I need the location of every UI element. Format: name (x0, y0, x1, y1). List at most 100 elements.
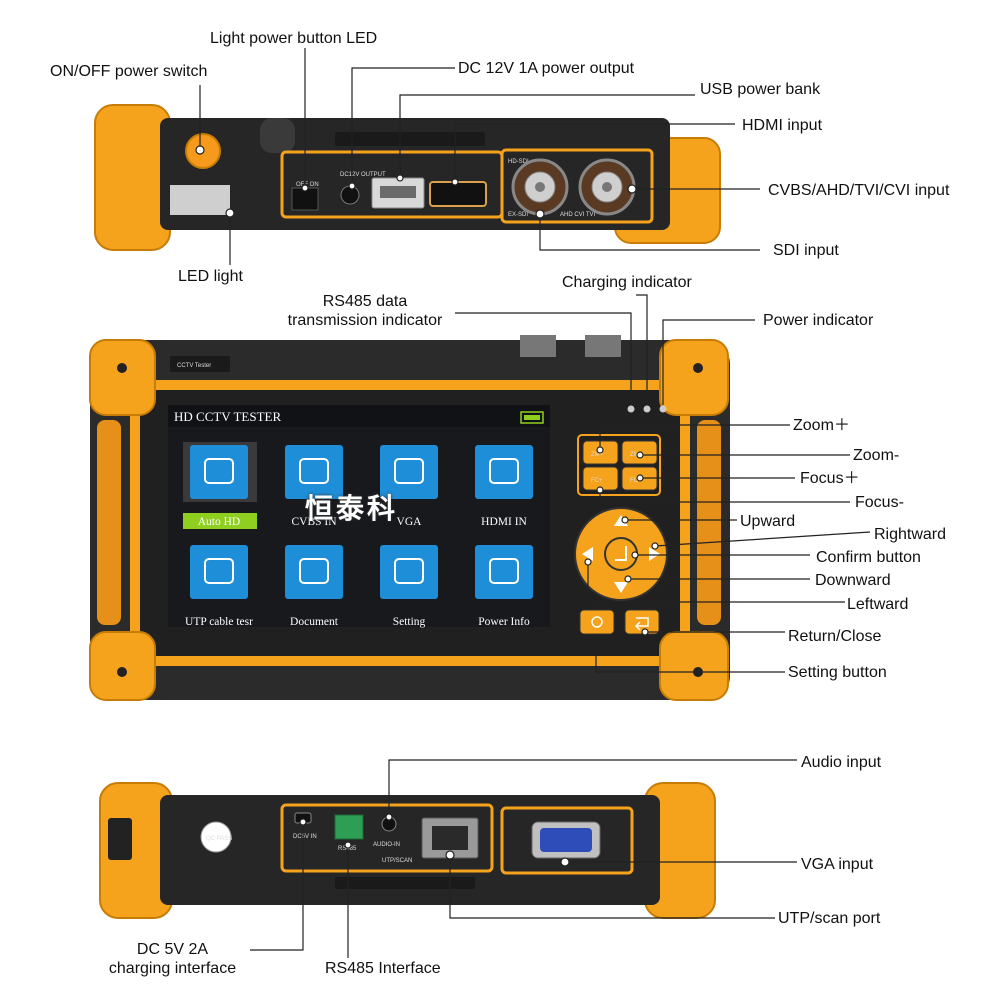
setting-key[interactable] (579, 609, 615, 635)
app-selected-highlight (183, 513, 257, 529)
label-on-off-switch: ON/OFF power switch (50, 63, 208, 80)
left-arrow-icon (582, 547, 593, 561)
label-rightward: Rightward (874, 526, 947, 543)
label-vga-input: VGA input (801, 856, 874, 873)
rs485-indicator-led (627, 405, 635, 413)
folder-icon (299, 558, 329, 584)
app-tile-label: VGA (397, 516, 423, 528)
label-focus-plus: Focus＋ (800, 470, 860, 487)
label-dc-charging-line1: DC 5V 2A (136, 941, 209, 958)
label-cvbs-input: CVBS/AHD/TVI/CVI input (768, 182, 950, 199)
focus-in-key-label: FC+ (591, 478, 603, 484)
switch-label: OFF ON (296, 182, 319, 188)
label-rs485-data-line2: transmission indicator (287, 312, 443, 329)
leader-dots (195, 145, 659, 867)
power-indicator-led (659, 405, 667, 413)
dc-in-label: DC5V IN (293, 834, 317, 840)
label-dc-charging-line2: charging interface (108, 960, 237, 977)
app-tile-2[interactable]: VGA (380, 445, 438, 528)
label-focus-minus: Focus- (855, 494, 904, 511)
app-tile-label: Setting (393, 616, 426, 628)
app-tile-1[interactable]: CVBS IN (285, 445, 343, 528)
ahd-tag: AHD CVI TVI (560, 212, 596, 218)
app-tile-5[interactable]: Document (285, 545, 343, 628)
label-hdmi-input: HDMI input (742, 117, 823, 134)
app-tile-background (190, 545, 248, 599)
label-confirm-button: Confirm button (816, 549, 921, 566)
gear-icon (394, 558, 424, 584)
leader-lines (199, 48, 871, 958)
return-arrow-icon (634, 617, 649, 631)
label-sdi-input: SDI input (773, 242, 839, 259)
label-dc-output: DC 12V 1A power output (458, 60, 635, 77)
app-tile-label: CVBS IN (291, 516, 337, 528)
hdmi-port-icon (489, 458, 519, 484)
label-power-indicator: Power indicator (763, 312, 874, 329)
zoom-out-key-label: ZM- (630, 452, 641, 458)
label-led-light: LED light (178, 268, 243, 285)
battery-status-icon (520, 411, 544, 424)
app-tile-background (380, 445, 438, 499)
return-key[interactable] (624, 609, 660, 635)
app-tile-background (285, 545, 343, 599)
label-dc-charging: DC 5V 2A charging interface (95, 940, 250, 978)
app-tile-0[interactable]: Auto HD (183, 442, 257, 529)
app-tile-background (380, 545, 438, 599)
sdi-tag: HD-SDI (508, 159, 529, 165)
label-audio-input: Audio input (801, 754, 882, 771)
app-tile-label: UTP cable tesr (185, 616, 253, 628)
exsdi-tag: EX-SDI (508, 212, 528, 218)
zoom-in-key-label: ZM+ (591, 452, 604, 458)
camera-icon (204, 458, 234, 484)
label-setting-button: Setting button (788, 664, 887, 681)
vga-port-icon (394, 458, 424, 484)
label-usb-power-bank: USB power bank (700, 81, 821, 98)
app-tile-background (190, 445, 248, 499)
app-tile-background (285, 445, 343, 499)
app-tile-label: Power Info (478, 616, 530, 628)
dome-camera-icon (299, 458, 329, 484)
app-tile-label: Auto HD (198, 516, 241, 528)
led-light-lens (170, 185, 230, 215)
right-arrow-icon (649, 547, 660, 561)
label-zoom-minus: Zoom- (853, 447, 900, 464)
enter-icon (615, 546, 627, 561)
top-view-device: OFF ON DC12V OUTPUT HD-SDI EX-SDI AHD CV… (94, 104, 721, 251)
rs485-terminal[interactable] (334, 814, 364, 840)
charging-indicator-led (643, 405, 651, 413)
down-arrow-icon (614, 582, 628, 593)
app-tile-3[interactable]: HDMI IN (475, 445, 533, 528)
focus-out-key-label: FC- (630, 478, 640, 484)
qc-pass-label: QC PASS (206, 836, 232, 842)
label-downward: Downward (815, 572, 891, 589)
hdmi-port[interactable] (429, 181, 487, 207)
screen-title: HD CCTV TESTER (174, 409, 281, 424)
brand-tag: CCTV Tester (177, 363, 211, 369)
label-light-power-led: Light power button LED (210, 30, 378, 47)
app-tile-background (475, 545, 533, 599)
label-rs485-data: RS485 data transmission indicator (275, 292, 455, 330)
watermark: 恒泰科 (305, 492, 399, 525)
dc-out-label: DC12V OUTPUT (340, 172, 386, 178)
setting-key-icon (591, 616, 603, 628)
label-rs485-data-line1: RS485 data (322, 293, 408, 310)
app-tile-background (475, 445, 533, 499)
app-tile-label: HDMI IN (481, 516, 527, 528)
label-upward: Upward (740, 513, 796, 530)
app-tile-label: Document (290, 616, 339, 628)
front-view-device: CCTV Tester HD CCTV TESTER Auto HD CVBS I… (89, 335, 730, 701)
label-leftward: Leftward (847, 596, 909, 613)
app-tile-4[interactable]: UTP cable tesr (185, 545, 253, 628)
audio-in-label: AUDIO-IN (373, 842, 400, 848)
bottom-view-device: QC PASS DC5V IN RS485 AUDIO-IN UTP/SCAN (99, 782, 716, 919)
app-tile-7[interactable]: Power Info (475, 545, 533, 628)
utp-label: UTP/SCAN (382, 858, 412, 864)
label-rs485-interface: RS485 Interface (325, 960, 441, 977)
app-tile-6[interactable]: Setting (380, 545, 438, 628)
cable-tester-icon (204, 558, 234, 584)
label-charging-indicator: Charging indicator (562, 274, 692, 291)
battery-info-icon (489, 558, 519, 584)
qc-pass-sticker (200, 821, 232, 853)
label-return-close: Return/Close (788, 628, 882, 645)
